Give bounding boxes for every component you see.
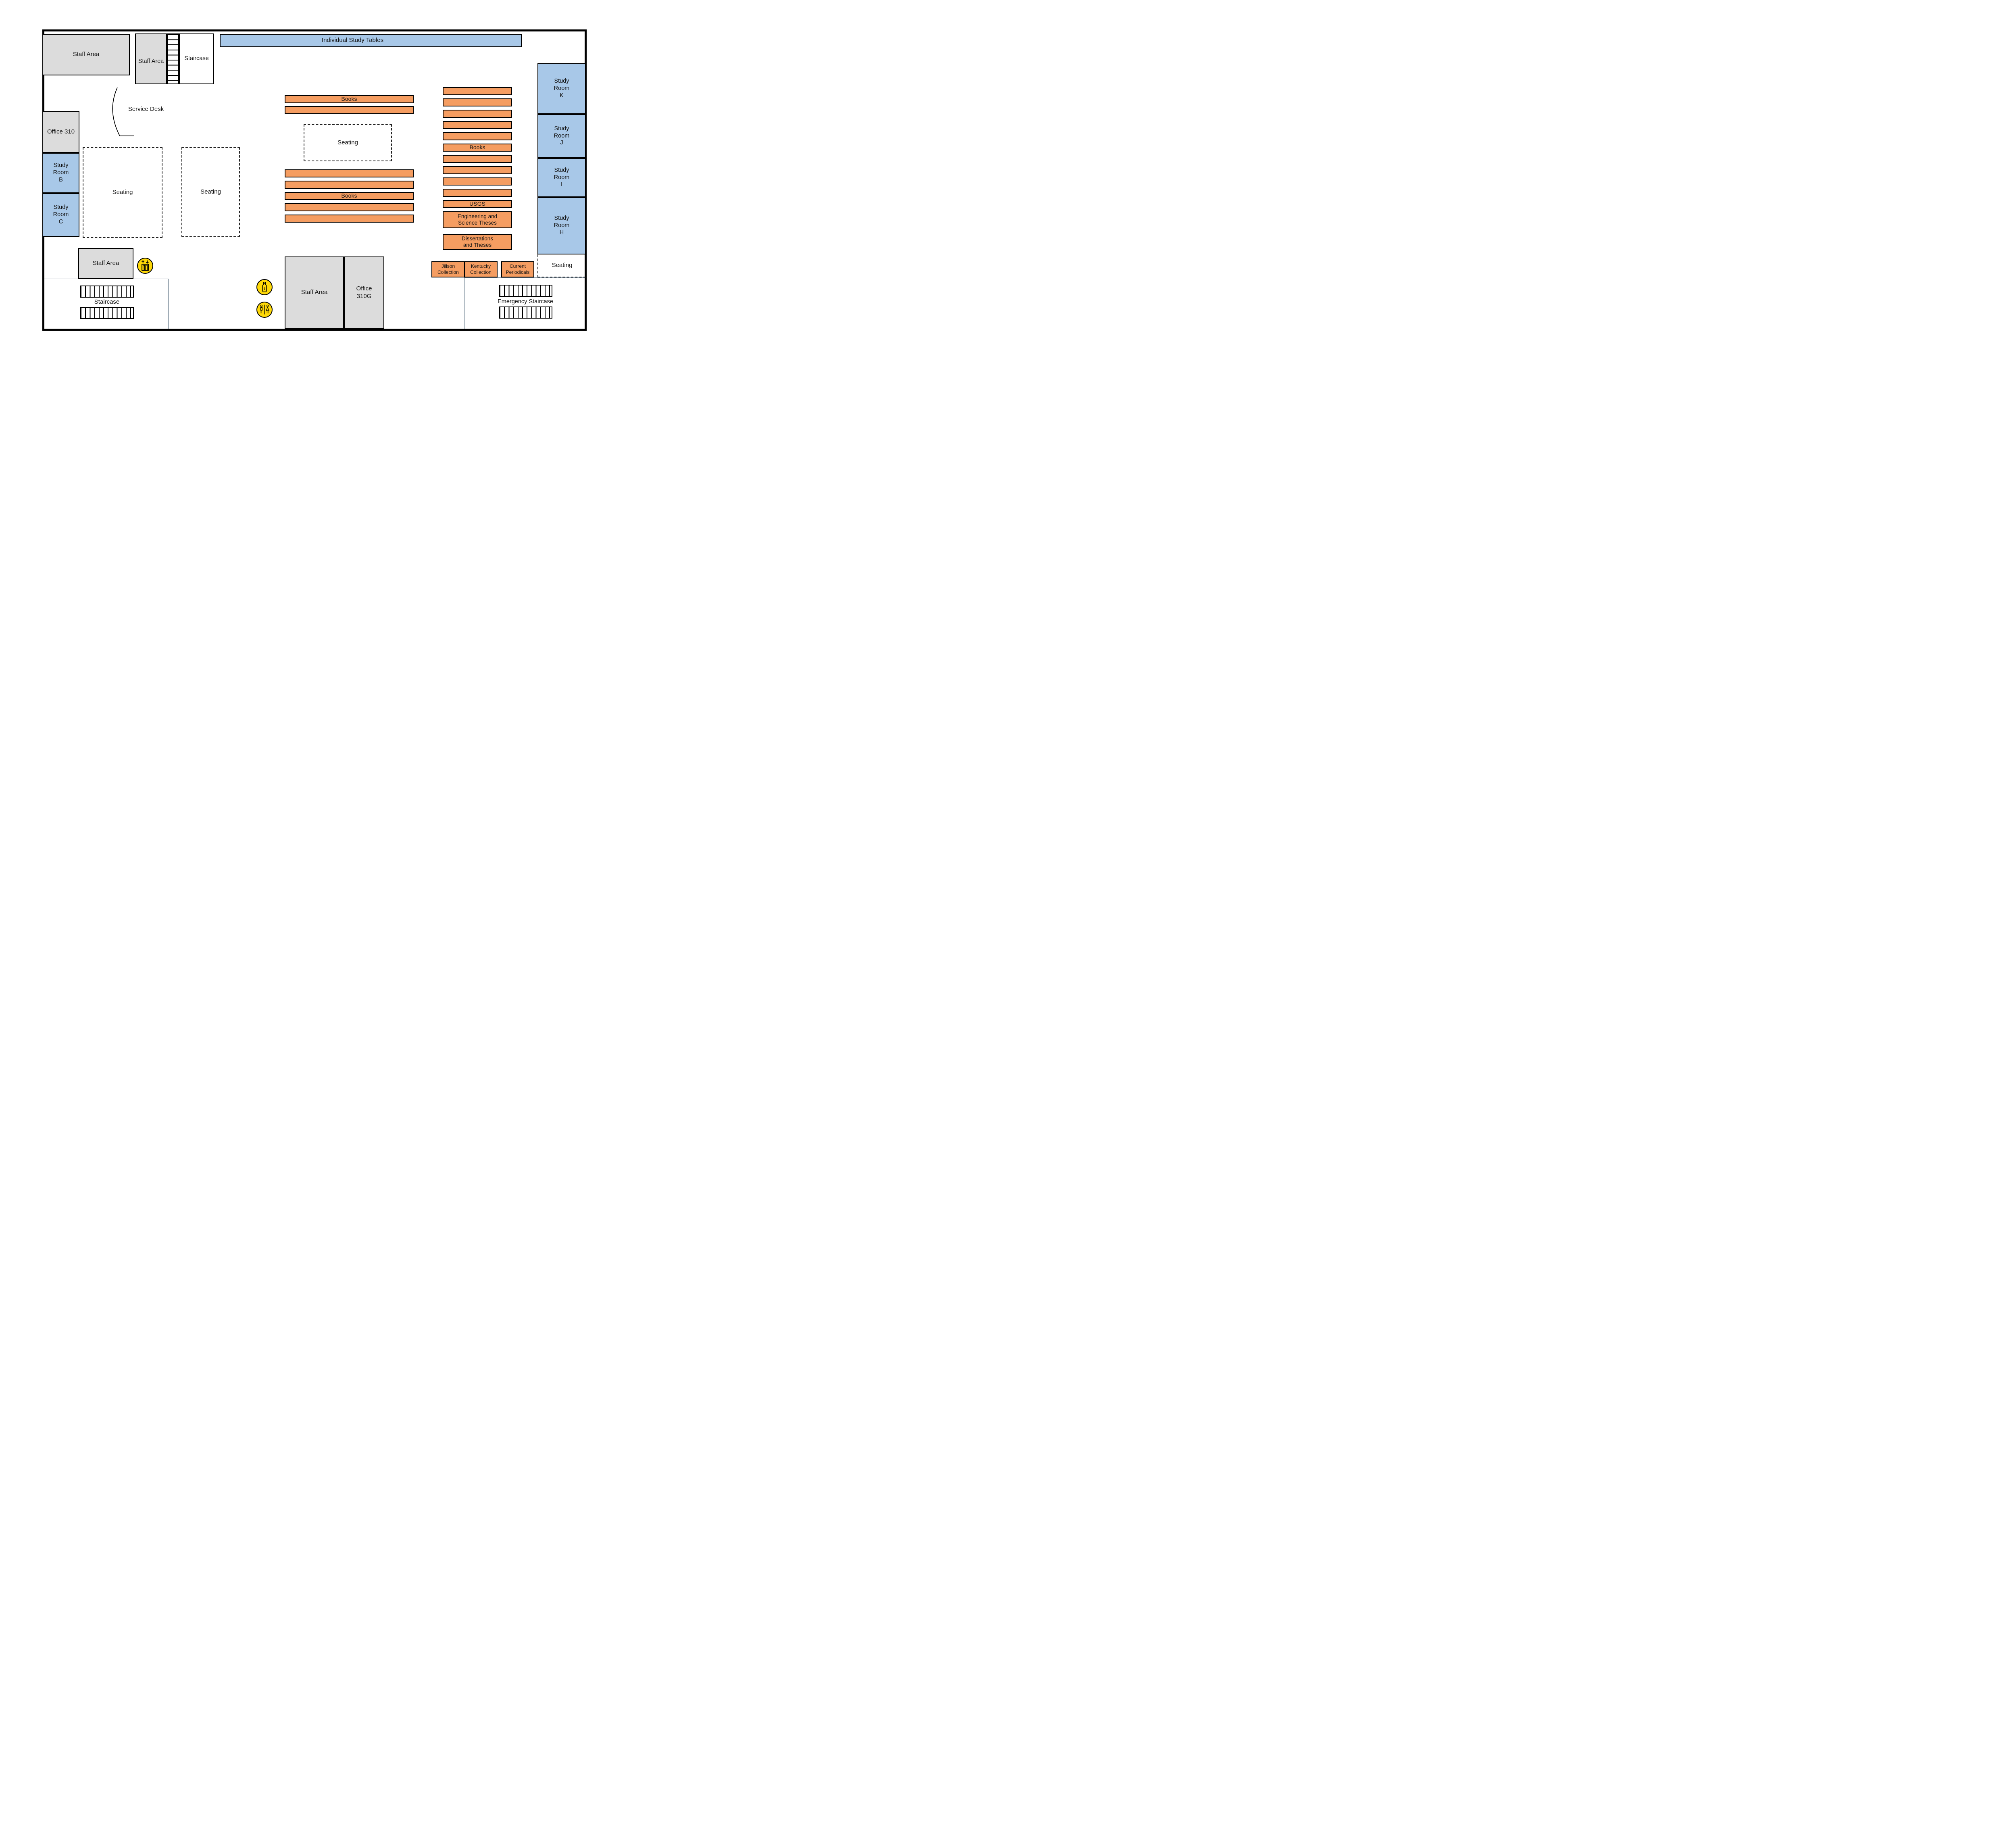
room-staff-area-top-mid: Staff Area	[135, 33, 167, 84]
stair-treads-hatch	[499, 306, 552, 319]
stair-treads-hatch	[80, 307, 134, 319]
book-shelf	[443, 110, 512, 118]
jillson-collection-label: Jillson Collection	[437, 263, 459, 275]
usgs-shelf: USGS	[443, 200, 512, 208]
jillson-collection-shelf: Jillson Collection	[431, 261, 465, 277]
book-shelf	[443, 166, 512, 174]
staff-area-label: Staff Area	[92, 260, 119, 267]
book-shelf	[443, 121, 512, 129]
book-shelf	[285, 181, 414, 189]
seating-zone-right: Seating	[537, 254, 586, 277]
engineering-science-theses-label: Engineering and Science Theses	[457, 213, 498, 226]
seating-label: Seating	[337, 139, 358, 146]
room-study-room-b: Study Room B	[42, 153, 79, 193]
study-room-j-label: Study Room J	[554, 125, 570, 146]
engineering-science-theses-shelf: Engineering and Science Theses	[443, 211, 512, 228]
staircase-bottom-label-box: Staircase	[83, 298, 131, 305]
service-desk-label-box: Service Desk	[120, 106, 172, 113]
book-shelf	[443, 155, 512, 163]
kentucky-collection-shelf: Kentucky Collection	[464, 261, 498, 277]
staircase-label: Staircase	[184, 55, 209, 62]
seating-zone-center: Seating	[304, 124, 392, 161]
study-room-h-label: Study Room H	[554, 215, 570, 236]
room-study-room-k: Study Room K	[537, 63, 586, 114]
study-room-k-label: Study Room K	[554, 78, 570, 99]
room-study-room-c: Study Room C	[42, 193, 79, 237]
book-shelf	[443, 87, 512, 95]
room-study-room-i: Study Room I	[537, 158, 586, 197]
room-emergency-staircase	[464, 277, 585, 329]
kentucky-collection-label: Kentucky Collection	[470, 263, 492, 275]
books-label: Books	[341, 96, 357, 102]
seating-zone-left-small: Seating	[181, 147, 240, 237]
restroom-icon	[256, 302, 273, 318]
study-room-i-label: Study Room I	[554, 167, 570, 188]
dissertations-theses-label: Dissertations and Theses	[461, 235, 494, 248]
book-shelf	[285, 203, 414, 211]
study-room-c-label: Study Room C	[53, 204, 69, 225]
staircase-label: Staircase	[94, 298, 120, 305]
room-staff-area-bottom-left: Staff Area	[78, 248, 133, 279]
study-room-b-label: Study Room B	[53, 162, 69, 183]
dissertations-theses-shelf: Dissertations and Theses	[443, 234, 512, 250]
room-individual-study-tables: Individual Study Tables	[220, 34, 522, 47]
room-study-room-j: Study Room J	[537, 114, 586, 158]
stair-treads-hatch	[80, 286, 134, 298]
water-bottle-refill-icon	[256, 279, 273, 295]
elevator-icon	[137, 258, 153, 274]
seating-label: Seating	[112, 189, 133, 196]
book-shelf	[285, 215, 414, 223]
book-shelf	[443, 132, 512, 140]
seating-zone-left-large: Seating	[83, 147, 162, 238]
room-staff-area-top-left: Staff Area	[42, 34, 130, 75]
room-staircase-top: Staircase	[179, 33, 214, 84]
office-310-label: Office 310	[47, 128, 75, 136]
service-desk-label: Service Desk	[128, 105, 164, 113]
emergency-staircase-label: Emergency Staircase	[498, 298, 553, 305]
book-shelf: Books	[443, 144, 512, 152]
book-shelf: Books	[285, 95, 414, 103]
stair-treads-hatch	[167, 33, 179, 84]
book-shelf	[285, 106, 414, 114]
book-shelf	[443, 177, 512, 186]
library-floor-plan: Staff Area Staff Area Staircase Individu…	[0, 0, 621, 360]
book-shelf: Books	[285, 192, 414, 200]
books-label: Books	[341, 192, 357, 199]
staff-area-label: Staff Area	[301, 289, 328, 296]
book-shelf	[285, 169, 414, 177]
staff-area-label: Staff Area	[138, 58, 164, 65]
current-periodicals-label: Current Periodicals	[506, 263, 530, 275]
usgs-label: USGS	[469, 200, 485, 207]
room-office-310g: Office 310G	[344, 256, 384, 329]
service-desk-arc	[112, 87, 134, 136]
seating-label: Seating	[552, 262, 573, 269]
stair-treads-hatch	[499, 285, 552, 297]
room-staff-area-bottom-center: Staff Area	[285, 256, 344, 329]
seating-label: Seating	[200, 188, 221, 196]
books-label: Books	[469, 144, 485, 151]
staff-area-label: Staff Area	[73, 51, 100, 58]
emergency-staircase-label-box: Emergency Staircase	[485, 298, 566, 305]
office-310g-label: Office 310G	[356, 285, 372, 300]
current-periodicals-shelf: Current Periodicals	[501, 261, 534, 277]
book-shelf	[443, 98, 512, 106]
individual-study-tables-label: Individual Study Tables	[321, 37, 384, 44]
room-office-310: Office 310	[42, 111, 79, 153]
room-study-room-h: Study Room H	[537, 197, 586, 254]
book-shelf	[443, 189, 512, 197]
